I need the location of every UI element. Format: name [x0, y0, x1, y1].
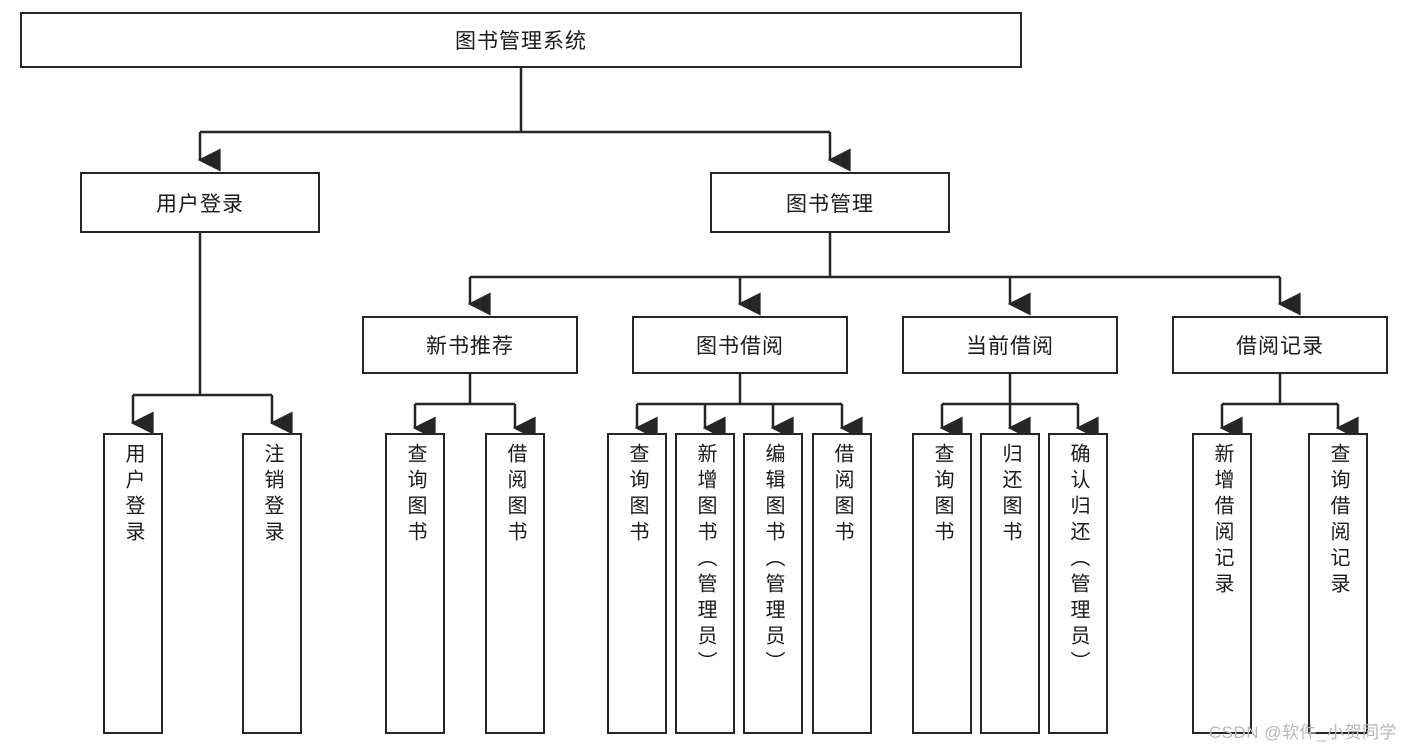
leaf-add-book-label: 新增图书（管理员） — [694, 443, 716, 677]
node-current-borrow-label: 当前借阅 — [966, 335, 1054, 358]
watermark-text: CSDN @软件_小贺同学 — [1208, 723, 1397, 742]
node-book-manage[interactable]: 图书管理 — [710, 172, 950, 233]
leaf-query-book-3[interactable]: 查询图书 — [912, 433, 972, 734]
node-book-borrow-label: 图书借阅 — [696, 335, 784, 358]
leaf-query-book-2-label: 查询图书 — [626, 443, 648, 547]
node-borrow-record[interactable]: 借阅记录 — [1172, 316, 1388, 374]
leaf-return-book-label: 归还图书 — [999, 443, 1021, 547]
node-user-login-label: 用户登录 — [156, 192, 244, 216]
leaf-query-book-3-label: 查询图书 — [931, 443, 953, 547]
node-root[interactable]: 图书管理系统 — [20, 12, 1022, 68]
leaf-borrow-book-1-label: 借阅图书 — [504, 443, 526, 547]
node-borrow-record-label: 借阅记录 — [1236, 335, 1324, 358]
leaf-return-book[interactable]: 归还图书 — [980, 433, 1040, 734]
leaf-confirm-return-label: 确认归还（管理员） — [1067, 443, 1089, 677]
leaf-query-book-1-label: 查询图书 — [404, 443, 426, 547]
leaf-edit-book[interactable]: 编辑图书（管理员） — [743, 433, 803, 734]
leaf-add-record-label: 新增借阅记录 — [1211, 443, 1233, 599]
leaf-borrow-book-1[interactable]: 借阅图书 — [485, 433, 545, 734]
leaf-query-book-2[interactable]: 查询图书 — [607, 433, 667, 734]
leaf-add-book[interactable]: 新增图书（管理员） — [675, 433, 735, 734]
node-book-borrow[interactable]: 图书借阅 — [632, 316, 848, 374]
node-book-manage-label: 图书管理 — [786, 192, 874, 216]
leaf-user-logout[interactable]: 注销登录 — [242, 433, 302, 734]
leaf-edit-book-label: 编辑图书（管理员） — [762, 443, 784, 677]
leaf-borrow-book-2-label: 借阅图书 — [831, 443, 853, 547]
leaf-query-record[interactable]: 查询借阅记录 — [1308, 433, 1368, 734]
leaf-add-record[interactable]: 新增借阅记录 — [1192, 433, 1252, 734]
leaf-user-login-label: 用户登录 — [122, 443, 144, 547]
leaf-user-login[interactable]: 用户登录 — [103, 433, 163, 734]
leaf-query-record-label: 查询借阅记录 — [1327, 443, 1349, 599]
node-new-book-rec[interactable]: 新书推荐 — [362, 316, 578, 374]
node-current-borrow[interactable]: 当前借阅 — [902, 316, 1118, 374]
leaf-borrow-book-2[interactable]: 借阅图书 — [812, 433, 872, 734]
leaf-confirm-return[interactable]: 确认归还（管理员） — [1048, 433, 1108, 734]
node-new-book-rec-label: 新书推荐 — [426, 335, 514, 358]
leaf-user-logout-label: 注销登录 — [261, 443, 283, 547]
leaf-query-book-1[interactable]: 查询图书 — [385, 433, 445, 734]
node-root-label: 图书管理系统 — [455, 30, 587, 53]
node-user-login[interactable]: 用户登录 — [80, 172, 320, 233]
